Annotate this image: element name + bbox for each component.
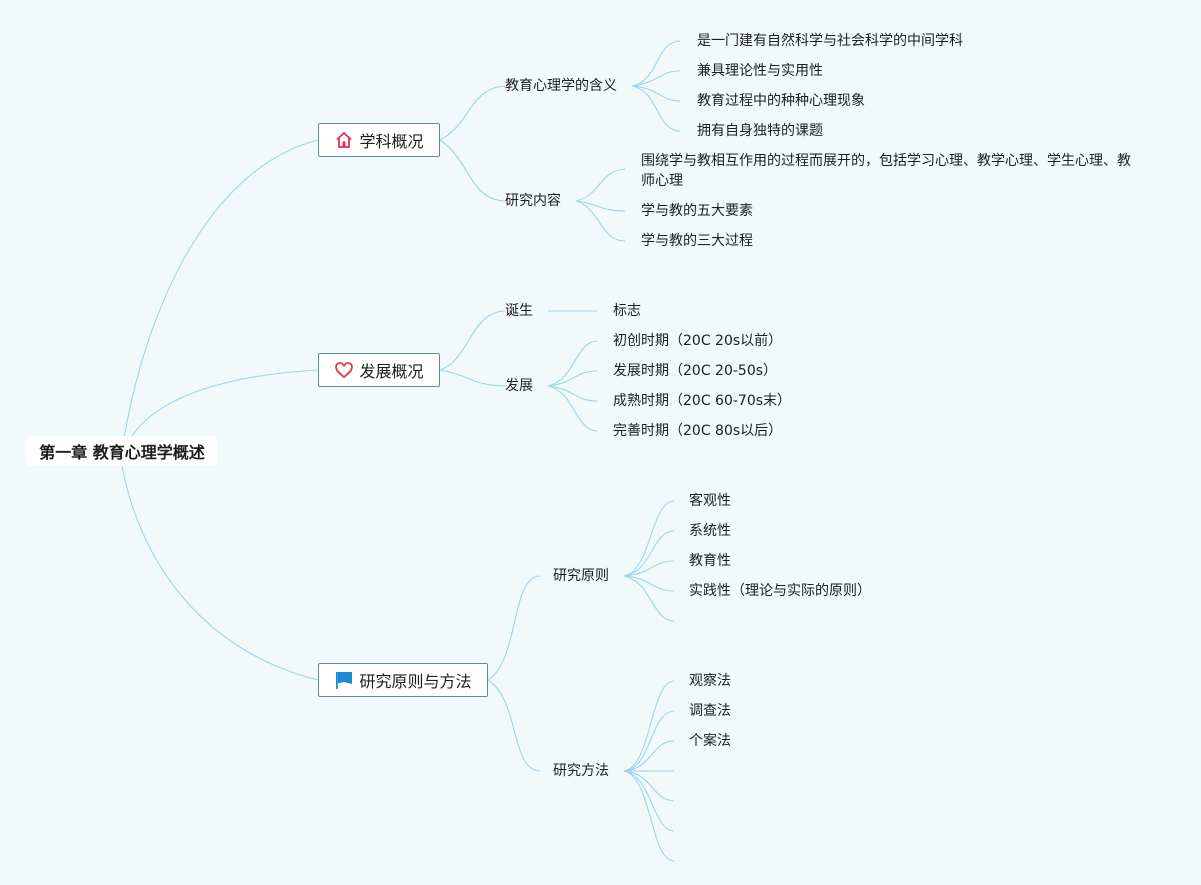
subtopic-definition[interactable]: 教育心理学的含义 bbox=[505, 78, 617, 94]
branch-label: 学科概况 bbox=[359, 132, 424, 151]
branch-label: 发展概况 bbox=[359, 362, 424, 381]
leaf-node[interactable]: 学与教的三大过程 bbox=[641, 233, 753, 249]
leaf-node[interactable]: 完善时期（20C 80s以后） bbox=[613, 423, 783, 439]
leaf-node[interactable]: 围绕学与教相互作用的过程而展开的，包括学习心理、教学心理、学生心理、教师心理 bbox=[641, 153, 1131, 189]
subtopic-research-methods[interactable]: 研究方法 bbox=[553, 763, 609, 779]
leaf-node[interactable]: 调查法 bbox=[689, 703, 731, 719]
flag-icon bbox=[334, 670, 354, 690]
leaf-node[interactable]: 拥有自身独特的课题 bbox=[697, 123, 823, 139]
leaf-node[interactable]: 兼具理论性与实用性 bbox=[697, 63, 823, 79]
leaf-node[interactable]: 教育过程中的种种心理现象 bbox=[697, 93, 865, 109]
root-topic-label: 第一章 教育心理学概述 bbox=[39, 443, 205, 462]
leaf-node[interactable]: 是一门建有自然科学与社会科学的中间学科 bbox=[697, 33, 963, 49]
house-icon bbox=[334, 130, 354, 150]
leaf-node[interactable]: 观察法 bbox=[689, 673, 731, 689]
branch-label: 研究原则与方法 bbox=[359, 672, 472, 691]
leaf-node[interactable]: 初创时期（20C 20s以前） bbox=[613, 333, 783, 349]
leaf-node[interactable]: 客观性 bbox=[689, 493, 731, 509]
leaf-node[interactable]: 个案法 bbox=[689, 733, 731, 749]
branch-subject-overview[interactable]: 学科概况 bbox=[318, 123, 440, 157]
leaf-node[interactable]: 教育性 bbox=[689, 553, 731, 569]
leaf-node[interactable]: 学与教的五大要素 bbox=[641, 203, 753, 219]
leaf-node[interactable]: 实践性（理论与实际的原则） bbox=[689, 583, 871, 599]
leaf-node[interactable]: 成熟时期（20C 60-70s末） bbox=[613, 393, 792, 409]
branch-research-principles-methods[interactable]: 研究原则与方法 bbox=[318, 663, 488, 697]
subtopic-development[interactable]: 发展 bbox=[505, 378, 533, 394]
root-topic[interactable]: 第一章 教育心理学概述 bbox=[26, 436, 218, 466]
leaf-node[interactable]: 标志 bbox=[613, 303, 641, 319]
subtopic-birth[interactable]: 诞生 bbox=[505, 303, 533, 319]
leaf-node[interactable]: 系统性 bbox=[689, 523, 731, 539]
branch-development-overview[interactable]: 发展概况 bbox=[318, 353, 440, 387]
subtopic-research-principles[interactable]: 研究原则 bbox=[553, 568, 609, 584]
subtopic-research-content[interactable]: 研究内容 bbox=[505, 193, 561, 209]
leaf-node[interactable]: 发展时期（20C 20-50s） bbox=[613, 363, 778, 379]
heart-icon bbox=[334, 360, 354, 380]
